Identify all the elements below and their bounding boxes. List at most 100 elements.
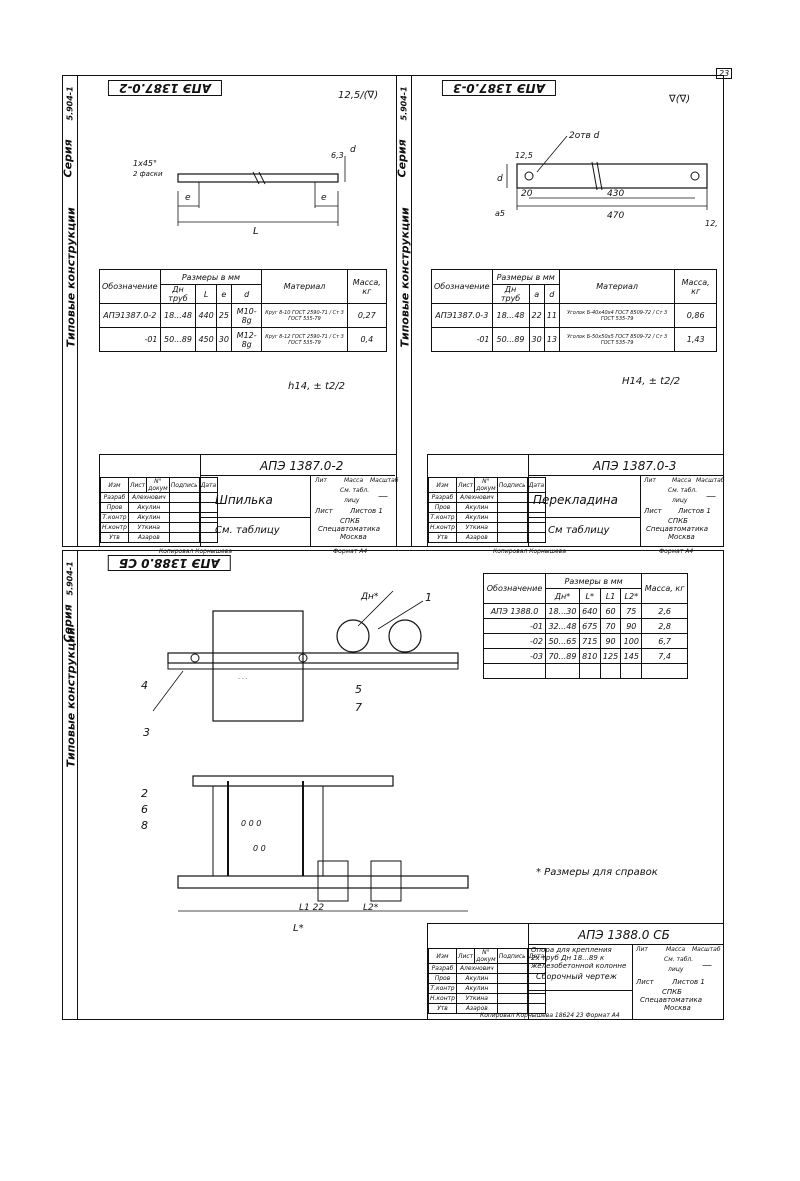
dim-e-right: e	[321, 193, 327, 203]
col-e: e	[215, 284, 232, 304]
series-side-label: Типовые конструкции	[64, 207, 78, 348]
tb-scale-h: Масштаб	[696, 477, 725, 484]
svg-text:0 0: 0 0	[253, 844, 266, 853]
sheet-c: Типовые конструкции Серия 5.904-1 АПЭ 13…	[62, 550, 724, 1020]
tb-name: Шпилька	[215, 493, 273, 507]
tb-org1: СПКБ	[340, 517, 360, 525]
col-L1: L1	[599, 588, 622, 604]
cell-dn: 18...48	[159, 303, 197, 328]
assembly-drawing: · · · 0 0 0 0 0 Дн*	[152, 590, 469, 912]
col-mass: Масса, кг	[641, 573, 688, 604]
col-dn: Дн труб	[159, 284, 197, 304]
tb-name-1: Опора для крепления	[531, 946, 612, 954]
callout-5: 5	[355, 683, 362, 696]
tb-designation: АПЭ 1387.0-2	[260, 459, 344, 473]
dim-holes: 2отв d	[569, 131, 600, 141]
dim-chamfer: 1x45°	[133, 159, 157, 168]
sheet-a-table: Обозначение Размеры в мм Материал Масса,…	[99, 269, 388, 352]
cell-des: -01	[431, 327, 493, 352]
col-designation: Обозначение	[431, 269, 493, 304]
col-dn: Дн*	[545, 588, 580, 604]
col-sizes: Размеры в мм	[545, 573, 643, 589]
tb-org2: Спецавтоматика	[640, 996, 703, 1004]
cell-material: Круг 8-10 ГОСТ 2590-71 / Ст 3 ГОСТ 535-7…	[261, 303, 348, 328]
col-d: d	[230, 284, 263, 304]
tb-scale-v: —	[702, 960, 712, 971]
title-block-c: АПЭ 1388.0 СБ Опора для крепления 2х тру…	[427, 923, 724, 1020]
col-material: Материал	[558, 269, 676, 304]
tb-sheets: Листов 1	[350, 507, 383, 515]
title-block-b: АПЭ 1387.0-3 Перекладина См таблицу Лит …	[427, 454, 725, 547]
tb-mass-v: См. табл.	[340, 487, 370, 494]
callout-7: 7	[355, 701, 362, 714]
cell-mass: 0,86	[674, 303, 717, 328]
format-label: Формат А4	[659, 548, 694, 555]
cell-des: АПЭ1387.0-3	[431, 303, 493, 328]
side-strip	[63, 76, 78, 546]
tb-org2: Спецавтоматика	[646, 525, 709, 533]
col-sizes: Размеры в мм	[491, 269, 560, 285]
col-designation: Обозначение	[482, 573, 547, 604]
tb-mass-h: Масса	[672, 477, 692, 484]
series-label: Серия	[61, 139, 75, 178]
tb-sheets: Листов 1	[672, 978, 705, 986]
tb-city: Москва	[668, 533, 695, 541]
dim-roughness: 12,5	[515, 151, 533, 160]
tb-sheet: Лист	[636, 978, 654, 986]
dim-L: L	[253, 226, 259, 237]
tb-name-4: Сборочный чертеж	[536, 972, 617, 981]
cell-material: Уголок Б-50х50х5 ГОСТ 8509-72 / Ст 3 ГОС…	[558, 327, 676, 352]
tb-scale-h: Масштаб	[370, 477, 399, 484]
svg-text:· · ·: · · ·	[238, 676, 248, 683]
sheet-b: Типовые конструкции Серия 5.904-1 АПЭ 13…	[396, 75, 725, 555]
sheet-c-footer: Копировал Корнышева 18624 23 Формат А4	[480, 1012, 620, 1019]
side-strip	[397, 76, 412, 546]
cell-L: 450	[195, 327, 217, 352]
series-label: Серия	[61, 604, 75, 643]
series-side-label: Типовые конструкции	[398, 207, 412, 348]
cell-des: -01	[99, 327, 161, 352]
callout-6: 6	[141, 803, 148, 816]
cell-mass: 0,4	[346, 327, 388, 352]
col-mass: Масса, кг	[674, 269, 717, 304]
sheet-c-table: Обозначение Размеры в мм Масса, кг Дн* L…	[482, 573, 688, 679]
tb-sheet: Лист	[644, 507, 662, 515]
cell-d: 11	[543, 303, 560, 328]
dim-430: 430	[607, 189, 624, 199]
tb-mass-v2: лицу	[668, 966, 684, 973]
tb-mass-h: Масса	[666, 946, 686, 953]
tb-material: См. таблицу	[215, 525, 280, 536]
tb-mass-v2: лицу	[344, 497, 360, 504]
col-sizes: Размеры в мм	[159, 269, 263, 285]
cell-mass: 1,43	[674, 327, 717, 352]
dim-d: d	[350, 145, 356, 155]
callout-2: 2	[141, 787, 148, 800]
page-number: 23	[716, 68, 733, 79]
mirrored-designation: АПЭ 1387.0-3	[442, 80, 556, 96]
tb-name: Перекладина	[533, 493, 618, 507]
cell-d: М12-8g	[230, 327, 263, 352]
note-reference-sizes: * Размеры для справок	[536, 867, 658, 878]
tb-lit: Лит	[315, 477, 327, 484]
sheet-a: Типовые конструкции Серия 5.904-1 АПЭ 13…	[61, 75, 399, 555]
callout-3: 3	[143, 726, 150, 739]
dim-L: L*	[293, 923, 304, 934]
stud-drawing: 1x45° 2 фаски e e L d 6,3	[133, 145, 356, 237]
dim-a: a5	[495, 209, 505, 218]
tb-scale-v: —	[706, 491, 716, 502]
cell-dn: 50...89	[159, 327, 197, 352]
table-row: -01 50...89 30 13 Уголок Б-50х50х5 ГОСТ …	[431, 327, 717, 352]
col-material: Материал	[261, 269, 348, 304]
side-strip	[63, 551, 78, 1019]
cell-material: Круг 8-12 ГОСТ 2590-71 / Ст 3 ГОСТ 535-7…	[261, 327, 348, 352]
table-row: АПЭ1387.0-2 18...48 440 25 М10-8g Круг 8…	[99, 303, 388, 328]
cell-a: 30	[528, 327, 545, 352]
dim-L1: L1 22	[299, 903, 325, 913]
cell-mass: 0,27	[346, 303, 388, 328]
tb-org1: СПКБ	[668, 517, 688, 525]
format-label: Формат А4	[333, 548, 368, 555]
